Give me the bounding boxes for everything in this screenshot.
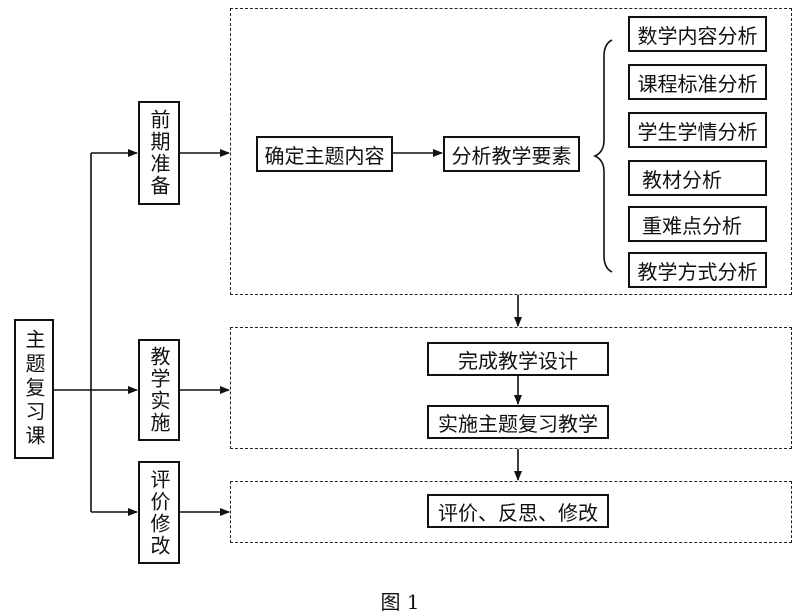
- stage-prep-label: 前期准备: [147, 109, 171, 197]
- element-teaching-method-label: 教学方式分析: [637, 259, 758, 284]
- element-curriculum-standard-label: 课程标准分析: [637, 71, 758, 96]
- prep-region: [230, 8, 792, 295]
- element-teaching-method-box: 教学方式分析: [628, 252, 767, 288]
- determine-topic-label: 确定主题内容: [264, 143, 385, 168]
- stage-implement-box: 教学实施: [138, 339, 180, 441]
- element-student-situation-box: 学生学情分析: [628, 112, 767, 148]
- implement-region: [230, 327, 792, 449]
- evaluate-reflect-label: 评价、反思、修改: [438, 500, 598, 525]
- element-textbook-box: 教材分析: [628, 160, 767, 196]
- evaluate-reflect-box: 评价、反思、修改: [427, 494, 609, 528]
- stage-evaluate-label: 评价修改: [147, 468, 171, 557]
- complete-design-box: 完成教学设计: [427, 342, 609, 376]
- implement-teaching-label: 实施主题复习教学: [438, 411, 598, 436]
- implement-teaching-box: 实施主题复习教学: [427, 405, 609, 439]
- evaluate-region: [230, 481, 792, 543]
- element-math-content-box: 数学内容分析: [628, 16, 767, 52]
- element-student-situation-label: 学生学情分析: [637, 119, 758, 144]
- root-topic-box: 主题复习课: [14, 319, 54, 459]
- figure-caption: 图 1: [380, 590, 420, 614]
- stage-prep-box: 前期准备: [138, 101, 180, 205]
- element-key-difficult-box: 重难点分析: [628, 206, 767, 242]
- complete-design-label: 完成教学设计: [458, 348, 578, 373]
- element-key-difficult-label: 重难点分析: [642, 213, 742, 238]
- root-topic-label: 主题复习课: [22, 329, 46, 449]
- element-curriculum-standard-box: 课程标准分析: [628, 64, 767, 100]
- element-math-content-label: 数学内容分析: [637, 23, 758, 48]
- analyze-elements-label: 分析教学要素: [451, 143, 572, 168]
- stage-evaluate-box: 评价修改: [138, 461, 180, 564]
- stage-implement-label: 教学实施: [147, 346, 171, 434]
- element-textbook-label: 教材分析: [642, 167, 722, 192]
- analyze-elements-box: 分析教学要素: [443, 136, 580, 172]
- determine-topic-box: 确定主题内容: [256, 136, 393, 172]
